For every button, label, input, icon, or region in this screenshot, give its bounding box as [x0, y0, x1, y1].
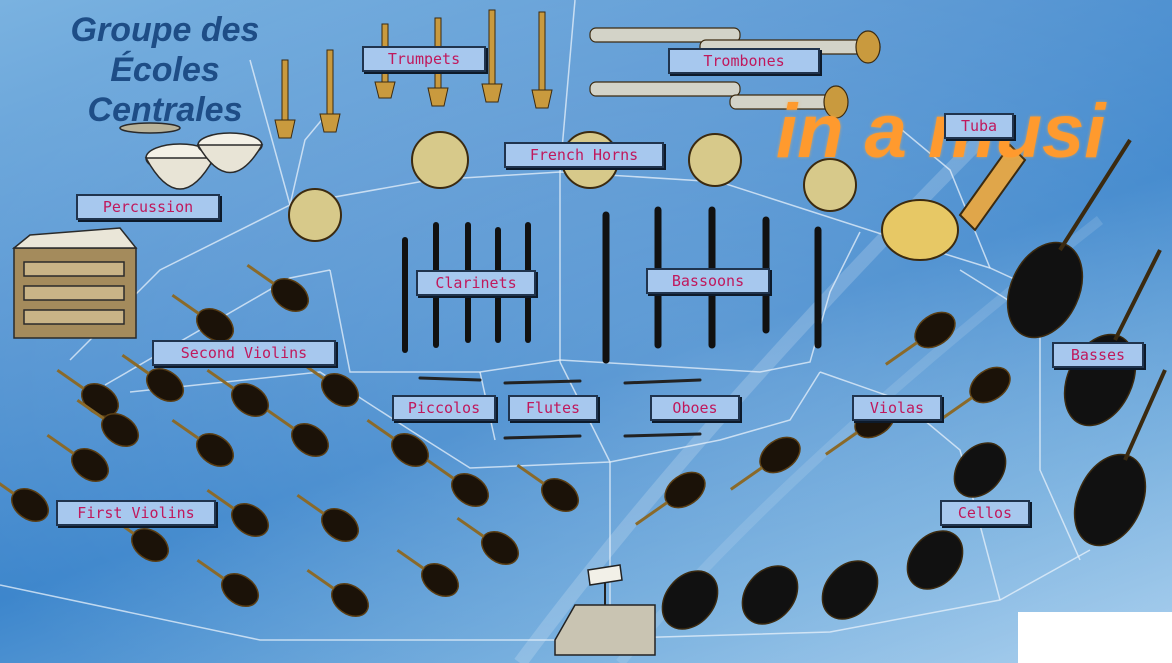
label-violas: Violas — [852, 395, 942, 421]
label-oboes: Oboes — [650, 395, 740, 421]
label-piccolos: Piccolos — [392, 395, 496, 421]
blank-panel — [1018, 612, 1172, 663]
label-second-violins: Second Violins — [152, 340, 336, 366]
label-french-horns: French Horns — [504, 142, 664, 168]
label-first-violins: First Violins — [56, 500, 216, 526]
label-bassoons: Bassoons — [646, 268, 770, 294]
label-cellos: Cellos — [940, 500, 1030, 526]
label-percussion: Percussion — [76, 194, 220, 220]
branding-line-2: Écoles — [34, 50, 296, 90]
branding-line-3: Centrales — [34, 90, 296, 130]
label-trumpets: Trumpets — [362, 46, 486, 72]
label-basses: Basses — [1052, 342, 1144, 368]
label-clarinets: Clarinets — [416, 270, 536, 296]
branding-line-1: Groupe des — [34, 10, 296, 50]
slide-overlay-text: in a musi — [776, 94, 1105, 170]
label-tuba: Tuba — [944, 113, 1014, 139]
school-branding: Groupe des Écoles Centrales — [34, 10, 296, 130]
label-trombones: Trombones — [668, 48, 820, 74]
label-flutes: Flutes — [508, 395, 598, 421]
